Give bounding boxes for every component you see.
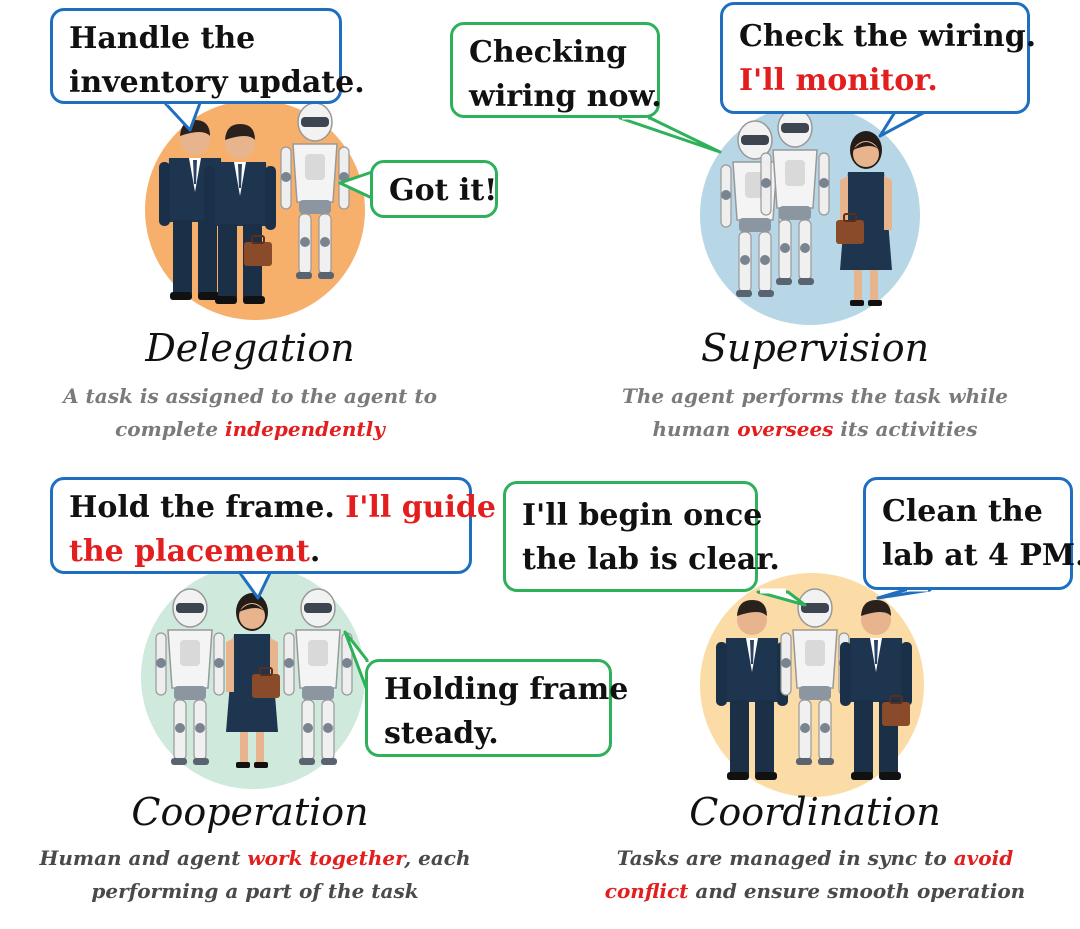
desc-highlight: avoid	[953, 846, 1014, 870]
bubble-highlight: the placement	[69, 534, 310, 569]
delegation-title: Delegation	[145, 326, 355, 370]
desc-highlight: work together	[247, 846, 405, 870]
supervision-human-bubble: Check the wiring. I'll monitor.	[720, 2, 1037, 114]
bubble-line: the placement.	[69, 530, 453, 574]
desc-highlight: oversees	[737, 417, 834, 441]
desc-text: complete	[115, 417, 226, 441]
bubble-line: wiring now.	[469, 79, 662, 114]
bubble-line: lab at 4 PM.	[882, 538, 1080, 573]
desc-line: conflict and ensure smooth operation	[565, 875, 1065, 908]
bubble-line: Clean the	[882, 494, 1043, 529]
supervision-title: Supervision	[700, 326, 930, 370]
desc-text: human	[652, 417, 738, 441]
desc-highlight: independently	[225, 417, 385, 441]
desc-highlight: conflict	[604, 879, 689, 903]
desc-line: Tasks are managed in sync to avoid	[565, 842, 1065, 875]
desc-line: performing a part of the task	[91, 879, 419, 903]
bubble-line: Checking	[469, 35, 628, 70]
coordination-description: Tasks are managed in sync to avoid confl…	[565, 842, 1065, 908]
cooperation-title: Cooperation	[131, 790, 369, 834]
delegation-illustration	[145, 100, 365, 320]
bubble-line: I'll monitor.	[739, 63, 938, 98]
desc-text: its activities	[833, 417, 978, 441]
coordination-human-bubble: Clean the lab at 4 PM.	[863, 477, 1080, 590]
desc-line: A task is assigned to the agent to	[63, 384, 437, 408]
bubble-line: steady.	[384, 716, 499, 751]
delegation-agent-bubble: Got it!	[370, 160, 498, 218]
cooperation-agent-bubble: Holding frame steady.	[365, 659, 629, 757]
desc-text: Human and agent	[39, 846, 248, 870]
bubble-line: Check the wiring.	[739, 19, 1037, 54]
bubble-line: inventory update.	[69, 65, 365, 100]
coordination-illustration	[700, 573, 924, 797]
cooperation-description: Human and agent work together, each perf…	[10, 842, 500, 908]
bubble-line: Handle the	[69, 21, 256, 56]
supervision-description: The agent performs the task while human …	[580, 380, 1050, 446]
coordination-title: Coordination	[689, 790, 941, 834]
bubble-text: Hold the frame.	[69, 490, 346, 525]
bubble-line: the lab is clear.	[522, 542, 780, 577]
bubble-highlight: I'll guide	[345, 490, 496, 525]
bubble-line: Hold the frame. I'll guide	[69, 486, 496, 530]
cooperation-illustration	[141, 565, 365, 789]
desc-line: Human and agent work together, each	[10, 842, 500, 875]
bubble-text: .	[309, 534, 321, 569]
supervision-illustration	[700, 105, 920, 325]
bubble-line: Holding frame	[384, 672, 629, 707]
desc-line: The agent performs the task while	[621, 384, 1009, 408]
desc-text: and ensure smooth operation	[688, 879, 1026, 903]
desc-text: Tasks are managed in sync to	[616, 846, 954, 870]
desc-line: complete independently	[20, 413, 480, 446]
cooperation-human-bubble: Hold the frame. I'll guide the placement…	[50, 477, 496, 574]
desc-line: human oversees its activities	[580, 413, 1050, 446]
delegation-human-bubble: Handle the inventory update.	[50, 8, 365, 104]
desc-text: , each	[404, 846, 471, 870]
delegation-description: A task is assigned to the agent to compl…	[20, 380, 480, 446]
coordination-agent-bubble: I'll begin once the lab is clear.	[503, 481, 780, 592]
bubble-line: I'll begin once	[522, 498, 763, 533]
supervision-agent-bubble: Checking wiring now.	[450, 22, 662, 118]
bubble-line: Got it!	[389, 173, 498, 208]
